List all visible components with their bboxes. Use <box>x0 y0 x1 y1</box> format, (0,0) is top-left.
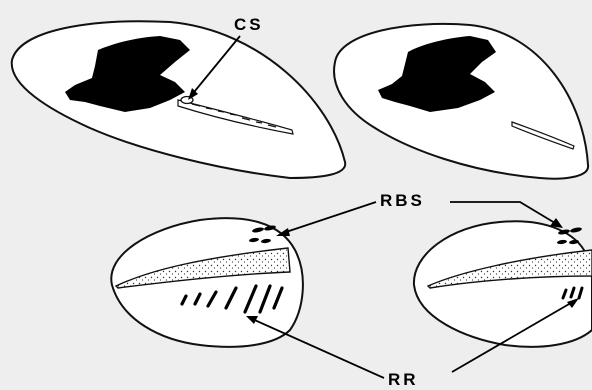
label-cs: CS <box>234 15 264 34</box>
label-rbs: RBS <box>380 191 425 210</box>
forewing-right <box>334 24 588 179</box>
rr-pointer-left <box>250 318 384 378</box>
label-rr: RR <box>388 370 419 389</box>
rbs-pointer-left <box>280 202 376 234</box>
hindwing-left <box>111 218 303 347</box>
hindwing-right <box>414 221 592 347</box>
forewing-left <box>12 21 345 178</box>
